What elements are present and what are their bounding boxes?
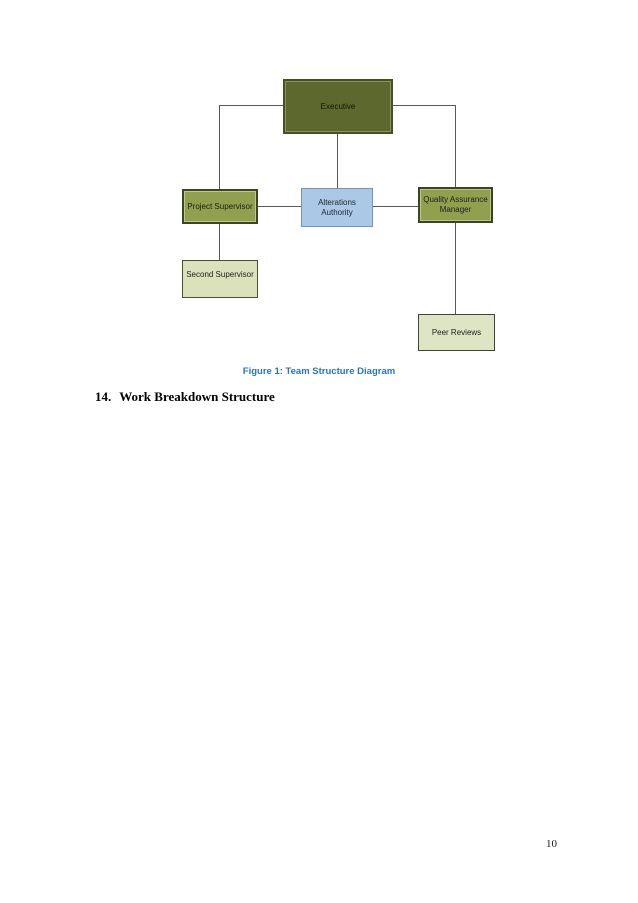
connector-alterations-authority-to-qa-manager [373,206,418,207]
section-heading: 14. Work Breakdown Structure [95,389,275,405]
node-peer-reviews: Peer Reviews [418,314,495,351]
connector-project-supervisor-to-second-supervisor [219,224,220,260]
node-executive-label: Executive [320,101,356,111]
connector-executive-to-project-supervisor-vertical [219,105,220,189]
section-heading-number: 14. [95,389,112,404]
section-heading-text: Work Breakdown Structure [119,389,275,404]
node-quality-assurance-manager-label: Quality Assurance Manager [423,195,488,214]
node-alterations-authority-label: Alterations Authority [318,197,356,217]
node-project-supervisor: Project Supervisor [182,189,258,224]
connector-executive-to-qa-manager-vertical [455,105,456,187]
node-executive: Executive [283,79,393,134]
connector-executive-to-project-supervisor-horizontal [219,105,283,106]
connector-executive-to-qa-manager-horizontal [393,105,455,106]
node-peer-reviews-label: Peer Reviews [431,327,482,337]
node-alterations-authority: Alterations Authority [301,188,373,227]
node-quality-assurance-manager: Quality Assurance Manager [418,187,493,223]
node-second-supervisor-label: Second Supervisor [186,270,254,279]
node-second-supervisor: Second Supervisor [182,260,258,298]
team-structure-diagram: Executive Project Supervisor Alterations… [0,0,638,380]
connector-qa-manager-to-peer-reviews [455,223,456,314]
page-number: 10 [546,838,557,850]
node-project-supervisor-label: Project Supervisor [187,201,253,211]
connector-project-supervisor-to-alterations-authority [258,206,301,207]
figure-caption: Figure 1: Team Structure Diagram [242,366,396,377]
connector-executive-to-alterations-authority [337,134,338,188]
